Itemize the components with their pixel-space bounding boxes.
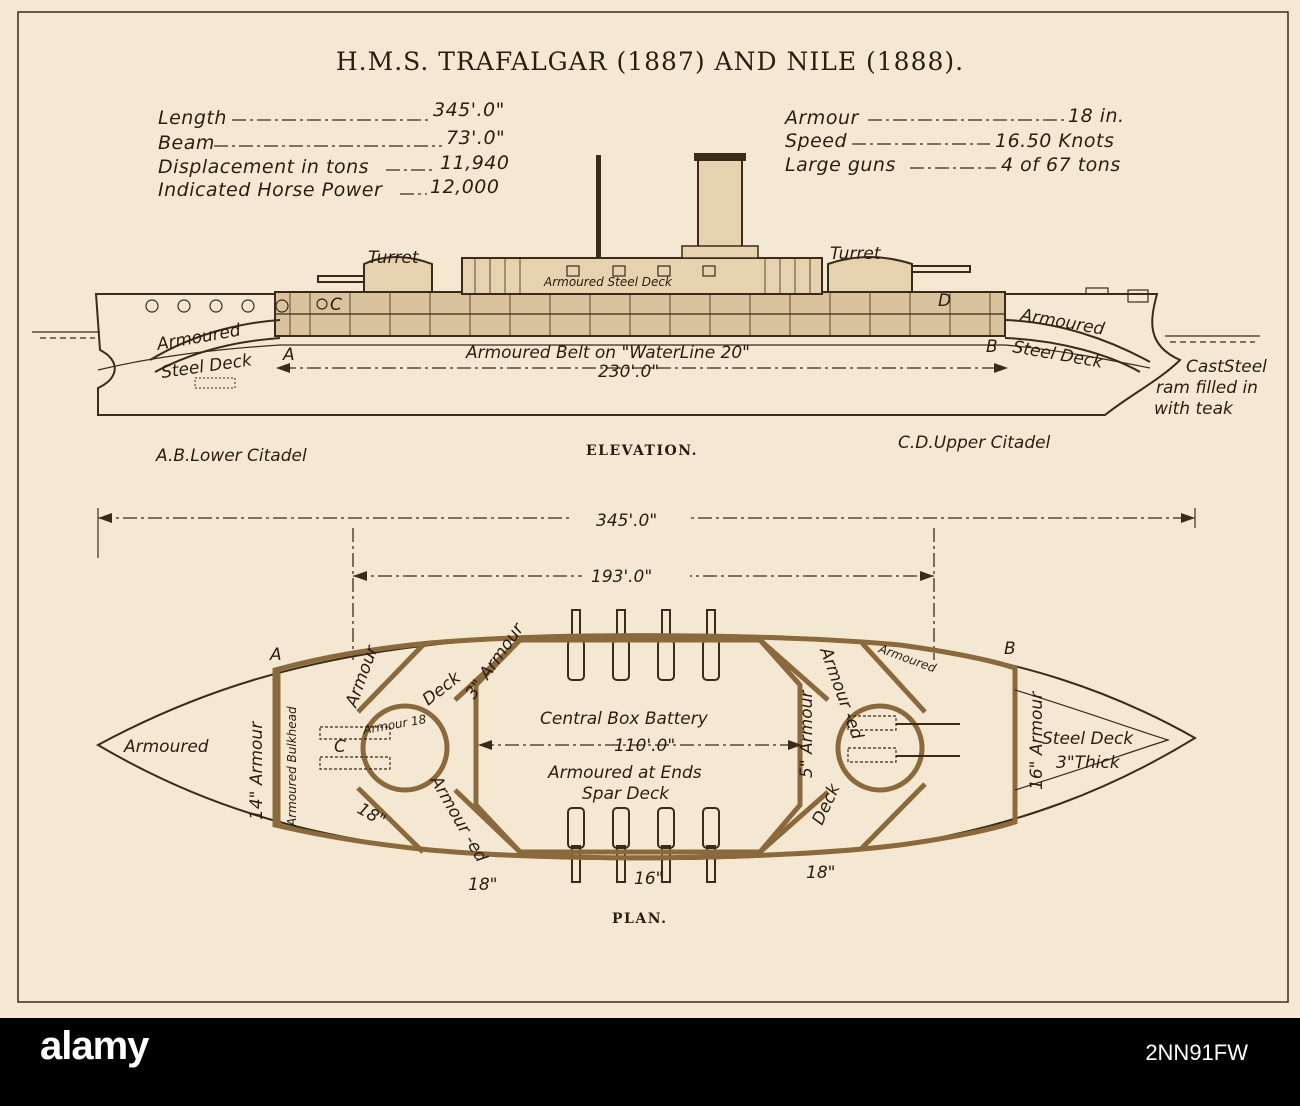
turret-aft bbox=[827, 256, 913, 293]
ram-label-1: CastSteel bbox=[1186, 357, 1267, 377]
deck-label-fore: Deck bbox=[419, 667, 466, 710]
lower-citadel-label: A.B.Lower Citadel bbox=[155, 446, 307, 466]
upper-citadel-label: C.D.Upper Citadel bbox=[898, 433, 1051, 453]
marker-c-plan: C bbox=[334, 737, 346, 757]
spec-guns-label: Large guns bbox=[785, 154, 896, 176]
armoured-fore-label: Armoured bbox=[154, 321, 242, 356]
spec-beam-label: Beam bbox=[158, 132, 215, 154]
marker-b-plan: B bbox=[1004, 639, 1016, 659]
specs-right: Armour 18 in. Speed 16.50 Knots Large gu… bbox=[783, 105, 1125, 176]
superstructure bbox=[461, 257, 823, 295]
side-18-label: 18" bbox=[354, 799, 390, 831]
ram-label-2: ram filled in bbox=[1156, 378, 1258, 398]
armoured-ends-label: Armoured at Ends bbox=[547, 763, 702, 783]
belt-18-left-label: 18" bbox=[468, 875, 497, 895]
spec-armour-value: 18 in. bbox=[1068, 105, 1125, 127]
belt-16-label: 16" bbox=[634, 869, 663, 889]
plan-caption: PLAN. bbox=[612, 911, 668, 927]
spec-length-value: 345'.0" bbox=[433, 99, 505, 121]
ram-label-3: with teak bbox=[1154, 399, 1234, 419]
turret-aft-label: Turret bbox=[830, 244, 882, 264]
spec-armour-label: Armour bbox=[783, 107, 859, 129]
specs-left: Length 345'.0" Beam 73'.0" Displacement … bbox=[158, 99, 509, 201]
ship-diagram: H.M.S. TRAFALGAR (1887) AND NILE (1888).… bbox=[17, 11, 1289, 1003]
bulkhead-label: Armoured Bulkhead bbox=[285, 706, 299, 827]
spar-deck-label: Spar Deck bbox=[582, 784, 670, 804]
marker-b-elevation: B bbox=[986, 337, 998, 357]
battery-length-label: 193'.0" bbox=[591, 567, 652, 587]
spec-hp-value: 12,000 bbox=[430, 176, 499, 198]
belt-18-right-label: 18" bbox=[806, 863, 835, 883]
armoured-aft-label: Armoured bbox=[1018, 305, 1106, 340]
armour-3-label: 3" Armour bbox=[462, 619, 529, 703]
hull-outline bbox=[94, 293, 1182, 416]
portholes bbox=[145, 298, 328, 313]
spec-hp-label: Indicated Horse Power bbox=[158, 179, 383, 201]
central-box-label: Central Box Battery bbox=[540, 709, 709, 729]
plate-border bbox=[17, 11, 1289, 1003]
belt-length-label: 230'.0" bbox=[598, 362, 659, 382]
stock-footer bbox=[0, 1018, 1300, 1106]
thick-label: 3"Thick bbox=[1056, 753, 1121, 773]
funnel bbox=[697, 155, 743, 249]
armour-5-label: 5" Armour bbox=[797, 690, 817, 778]
spec-length-label: Length bbox=[158, 107, 227, 129]
alamy-logo: alamy bbox=[40, 1024, 149, 1068]
steel-deck-plan-label: Steel Deck bbox=[1042, 729, 1134, 749]
steel-deck-aft-label: Steel Deck bbox=[1011, 337, 1105, 373]
armour-14-label: 14" Armour bbox=[247, 721, 267, 820]
turret-fore bbox=[363, 256, 433, 293]
marker-a-plan: A bbox=[269, 645, 282, 665]
spec-beam-value: 73'.0" bbox=[446, 127, 505, 149]
plan-view: 345'.0" 193'.0" bbox=[95, 505, 1197, 927]
guns-bottom bbox=[567, 807, 720, 883]
elevation-caption: ELEVATION. bbox=[586, 443, 698, 459]
spec-speed-label: Speed bbox=[785, 130, 848, 152]
armour-16-label: 16" Armour bbox=[1027, 691, 1047, 790]
spec-speed-value: 16.50 Knots bbox=[995, 130, 1114, 152]
armoured-steel-deck-label: Armoured Steel Deck bbox=[543, 275, 673, 289]
mast bbox=[596, 155, 601, 258]
marker-c-elevation: C bbox=[330, 295, 342, 315]
elevation-view: Turret Turret Armoured Steel Deck Armour… bbox=[32, 153, 1267, 466]
stock-id: 2NN91FW bbox=[1145, 1040, 1248, 1065]
armoured-belt-label: Armoured Belt on "WaterLine 20" bbox=[465, 343, 750, 363]
marker-d-elevation: D bbox=[938, 291, 951, 311]
spec-displacement-value: 11,940 bbox=[440, 152, 509, 174]
armour-18-label: Armour 18 bbox=[361, 712, 428, 737]
barbette-aft bbox=[835, 703, 925, 793]
turret-fore-label: Turret bbox=[368, 248, 420, 268]
spec-displacement-label: Displacement in tons bbox=[158, 156, 369, 178]
diagram-title: H.M.S. TRAFALGAR (1887) AND NILE (1888). bbox=[336, 47, 964, 76]
armoured-bow-label: Armoured bbox=[123, 737, 209, 757]
barbette-fore bbox=[360, 703, 450, 793]
box-length-label: 110'.0" bbox=[614, 736, 675, 756]
overall-length-label: 345'.0" bbox=[596, 511, 657, 531]
marker-a-elevation: A bbox=[282, 345, 295, 365]
guns-top bbox=[567, 609, 720, 681]
spec-guns-value: 4 of 67 tons bbox=[1001, 154, 1121, 176]
